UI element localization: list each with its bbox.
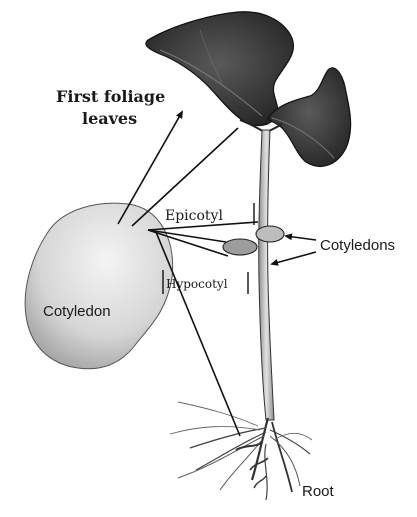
label-first-foliage-line1: First foliage [56, 87, 165, 106]
first-foliage-leaf-right [268, 68, 351, 167]
arrow-cotyledons-lower [272, 252, 316, 264]
label-hypocotyl: Hypocotyl [166, 277, 228, 291]
cotyledon-seed [25, 203, 172, 369]
label-cotyledon: Cotyledon [43, 303, 111, 320]
leader-hypocotyl [156, 232, 240, 436]
cotyledons-pair [223, 226, 284, 255]
label-first-foliage-line2: leaves [82, 109, 137, 128]
root-system [170, 402, 312, 500]
label-cotyledons: Cotyledons [320, 237, 395, 254]
arrow-cotyledons-upper [286, 236, 316, 240]
label-root: Root [302, 483, 335, 500]
first-foliage-leaf-left [146, 12, 294, 126]
label-epicotyl: Epicotyl [165, 208, 223, 224]
stem [259, 130, 274, 420]
